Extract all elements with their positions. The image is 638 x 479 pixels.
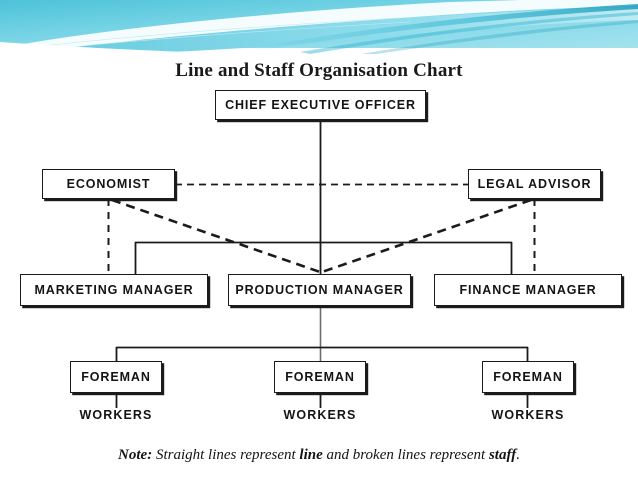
node-legal-advisor[interactable]: LEGAL ADVISOR [468, 169, 601, 199]
label-workers-left: WORKERS [79, 408, 153, 422]
label-workers-right: WORKERS [491, 408, 565, 422]
chart-note: Note: Straight lines represent line and … [0, 447, 638, 464]
label-workers-center: WORKERS [283, 408, 357, 422]
note-bold-staff: staff [488, 447, 517, 463]
chart-title: Line and Staff Organisation Chart [175, 60, 463, 81]
note-text-part1: Straight lines represent [152, 447, 300, 463]
node-chief-executive-officer[interactable]: CHIEF EXECUTIVE OFFICER [215, 90, 426, 120]
note-bold-line: line [299, 447, 323, 463]
header-wave-decoration [0, 0, 638, 56]
node-foreman-left[interactable]: FOREMAN [70, 361, 162, 393]
note-prefix: Note: [118, 447, 153, 463]
node-economist[interactable]: ECONOMIST [42, 169, 175, 199]
note-text-part2: and broken lines represent [322, 447, 489, 463]
node-finance-manager[interactable]: FINANCE MANAGER [434, 274, 622, 306]
dashed-legal-production [321, 198, 532, 274]
node-foreman-right[interactable]: FOREMAN [482, 361, 574, 393]
node-foreman-center[interactable]: FOREMAN [274, 361, 366, 393]
dashed-economist-production [111, 198, 321, 274]
node-production-manager[interactable]: PRODUCTION MANAGER [228, 274, 411, 306]
note-suffix: . [516, 447, 520, 463]
node-marketing-manager[interactable]: MARKETING MANAGER [20, 274, 208, 306]
